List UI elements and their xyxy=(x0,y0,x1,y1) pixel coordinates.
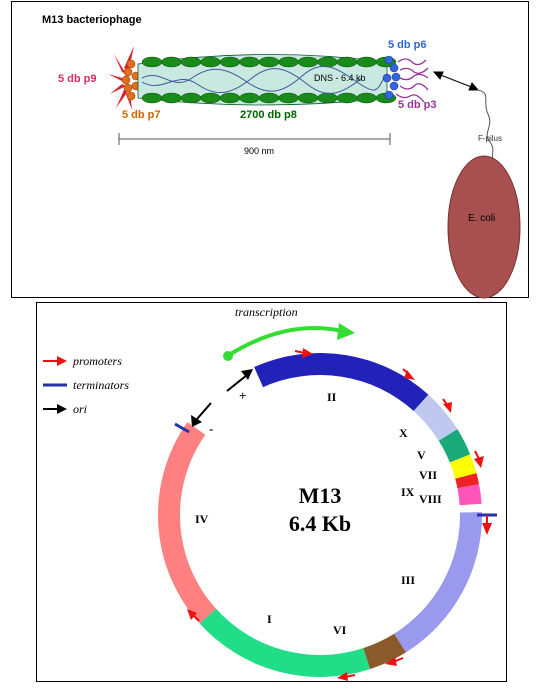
p8-coat-protein xyxy=(278,56,299,68)
p8-coat-protein xyxy=(258,56,280,68)
gene-segment-viii xyxy=(457,484,482,506)
phage-title: M13 bacteriophage xyxy=(42,14,142,26)
gene-segment-i xyxy=(199,608,371,677)
length-scale-bar xyxy=(118,133,391,145)
p8-coat-protein xyxy=(141,92,163,104)
gene-segment-iv xyxy=(157,422,216,624)
p8-coat-protein xyxy=(161,92,182,104)
p8-coat-protein xyxy=(336,92,358,104)
gene-label-iii: III xyxy=(401,573,415,587)
gene-label-i: I xyxy=(267,612,272,626)
p8-label: 2700 db p8 xyxy=(240,109,297,121)
p8-capsid xyxy=(137,54,397,106)
promoter-arrow-iii xyxy=(385,657,404,666)
legend: promoters terminators ori xyxy=(43,354,129,416)
legend-ori: ori xyxy=(73,402,87,416)
length-label: 900 nm xyxy=(244,146,274,156)
ori-arrow-minus xyxy=(191,402,212,427)
gene-label-x: X xyxy=(399,426,408,440)
plus-strand-label: + xyxy=(239,388,246,403)
gene-label-v: V xyxy=(417,448,426,462)
p8-coat-protein xyxy=(180,56,202,68)
ecoli-label: E. coli xyxy=(468,213,495,224)
p8-coat-protein xyxy=(356,56,377,68)
phage-diagram: M13 bacteriophage xyxy=(42,14,521,299)
p8-coat-protein xyxy=(141,56,163,68)
p8-coat-protein xyxy=(239,56,260,68)
p8-coat-protein xyxy=(317,56,338,68)
gene-segment-x xyxy=(413,394,458,441)
ecoli-cell xyxy=(447,155,521,299)
gene-label-ix: IX xyxy=(401,485,415,499)
f-pilus xyxy=(476,89,495,163)
gene-segment-ix xyxy=(455,473,480,489)
p8-coat-protein xyxy=(317,92,338,104)
p8-coat-protein xyxy=(161,56,182,68)
p8-coat-protein xyxy=(278,92,299,104)
transcription-arrow xyxy=(223,323,355,361)
p3-proteins xyxy=(395,58,429,103)
legend-terminators: terminators xyxy=(73,378,129,392)
gene-segment-vi xyxy=(363,633,406,670)
genome-size: 6.4 Kb xyxy=(289,511,351,536)
promoter-arrow-ii xyxy=(294,348,313,358)
promoter-arrow-i xyxy=(187,609,200,622)
p6-label: 5 db p6 xyxy=(388,39,427,51)
pilus-label: F-pilus xyxy=(478,134,502,143)
gene-label-ii: II xyxy=(327,390,337,404)
gene-segment-iii xyxy=(394,512,482,653)
attachment-arrow xyxy=(432,71,480,91)
ori-legend-icon xyxy=(43,404,67,414)
p8-coat-protein xyxy=(258,92,280,104)
p8-coat-protein xyxy=(200,56,221,68)
p9-spikes xyxy=(108,46,134,110)
promoter-legend-icon xyxy=(43,356,67,366)
dna-label: DNS - 6.4 kb xyxy=(314,73,366,83)
p8-coat-protein xyxy=(219,92,241,104)
promoter-arrow-vii xyxy=(474,450,484,468)
minus-strand-label: - xyxy=(209,421,213,436)
genome-panel: transcription promoters terminators ori xyxy=(36,302,507,682)
p8-coat-protein xyxy=(336,56,358,68)
gene-label-viii: VIII xyxy=(419,492,442,506)
gene-label-iv: IV xyxy=(195,512,209,526)
gene-segment-ii xyxy=(254,353,429,411)
p8-coat-protein xyxy=(239,92,260,104)
p8-coat-protein xyxy=(297,92,319,104)
dna-strand-2 xyxy=(141,68,363,94)
genome-map: transcription promoters terminators ori xyxy=(43,305,497,681)
p7-label: 5 db p7 xyxy=(122,109,161,121)
promoter-arrow-viii xyxy=(482,515,492,535)
p8-coat-protein xyxy=(356,92,377,104)
promoter-arrow-v xyxy=(442,398,452,413)
p8-coat-protein xyxy=(297,56,319,68)
phage-panel: M13 bacteriophage xyxy=(11,1,529,299)
promoter-arrow-x xyxy=(402,368,415,380)
p8-coat-protein xyxy=(200,92,221,104)
p9-label: 5 db p9 xyxy=(58,73,97,85)
legend-promoters: promoters xyxy=(72,354,122,368)
p8-coat-protein xyxy=(180,92,202,104)
gene-label-vi: VI xyxy=(333,623,347,637)
terminator-left xyxy=(174,422,190,434)
gene-label-vii: VII xyxy=(419,468,437,482)
p8-coat-protein xyxy=(219,56,241,68)
genome-ring xyxy=(157,353,482,677)
p6-proteins xyxy=(382,55,401,100)
promoter-arrow-vi xyxy=(337,672,356,681)
gene-segment-v xyxy=(438,429,471,463)
gene-segment-vii xyxy=(449,454,477,479)
transcription-label: transcription xyxy=(235,305,298,319)
genome-title: M13 xyxy=(299,483,342,508)
ori-arrow-plus xyxy=(226,369,253,392)
p3-label: 5 db p3 xyxy=(398,99,437,111)
